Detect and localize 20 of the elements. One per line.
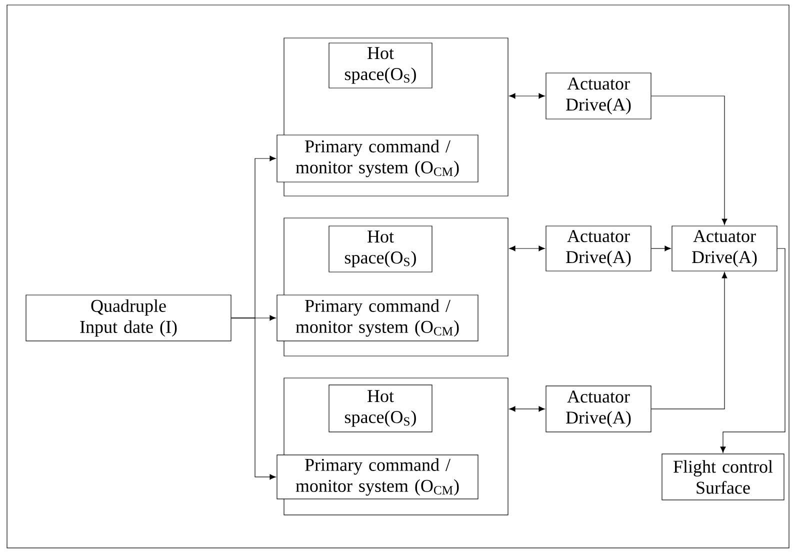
process-box: Primary command / monitor system (O$_{CM}$) (276, 294, 478, 342)
process-box: Primary command / monitor system (O$_{CM}$) (276, 454, 478, 500)
process-box: Actuator Drive(A) (672, 226, 778, 272)
process-box: Actuator Drive(A) (546, 226, 652, 272)
process-box: Actuator Drive(A) (546, 386, 652, 432)
process-box: Quadruple Input date (I) (26, 294, 232, 342)
process-box: Hot space(O$_{S}$) (328, 384, 432, 432)
arrow (231, 318, 276, 480)
arrow (651, 96, 728, 225)
arrow (509, 246, 545, 252)
arrow (509, 93, 545, 99)
process-box: Primary command / monitor system (O$_{CM}$) (276, 134, 478, 182)
process-box: Hot space(O$_{S}$) (328, 226, 432, 272)
process-box: Hot space(O$_{S}$) (328, 42, 432, 88)
arrow (651, 272, 728, 410)
arrow (651, 246, 671, 252)
arrow (509, 406, 545, 412)
arrow (720, 248, 786, 453)
process-box: Actuator Drive(A) (546, 72, 652, 120)
process-box: Flight control Surface (662, 454, 784, 500)
